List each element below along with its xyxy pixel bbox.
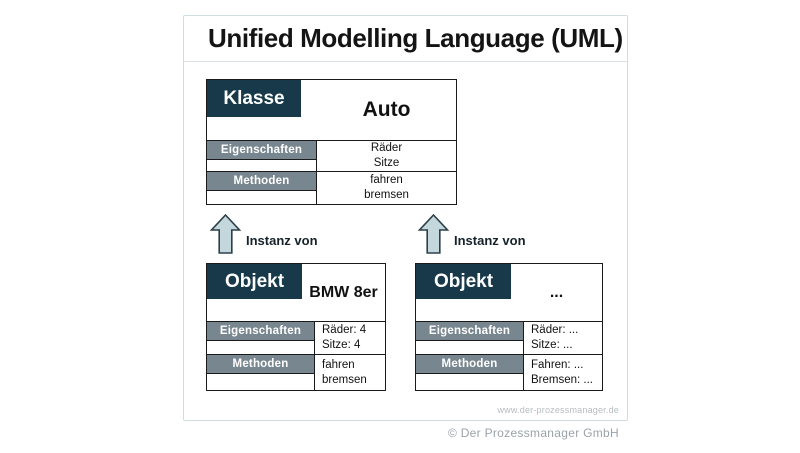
- attribute-line: Sitze: ...: [531, 339, 573, 351]
- page-title: Unified Modelling Language (UML): [208, 23, 623, 53]
- up-arrow-icon: [210, 214, 241, 254]
- instance-arrow-right: Instanz von: [418, 214, 526, 254]
- attributes-label: Eigenschaften: [207, 141, 316, 160]
- attributes-values: Räder: 4 Sitze: 4: [315, 322, 385, 354]
- diagram-card: Unified Modelling Language (UML) Klasse …: [183, 15, 628, 421]
- object-name: BMW 8er: [309, 283, 378, 301]
- object-box-bmw: Objekt BMW 8er Eigenschaften Räder: 4 Si…: [206, 263, 386, 391]
- methods-label: Methoden: [416, 355, 523, 374]
- class-header-row: Klasse Auto: [207, 80, 456, 140]
- class-methods-section: Methoden fahren bremsen: [207, 171, 456, 204]
- methods-values: Fahren: ... Bremsen: ...: [524, 355, 602, 390]
- method-line: bremsen: [322, 373, 367, 386]
- section-label-cell: Eigenschaften: [207, 141, 317, 171]
- methods-label: Methoden: [207, 172, 316, 191]
- attributes-values: Räder: ... Sitze: ...: [524, 322, 602, 354]
- up-arrow-icon: [418, 214, 449, 254]
- instance-label: Instanz von: [454, 233, 526, 248]
- object-box-generic: Objekt ... Eigenschaften Räder: ... Sitz…: [415, 263, 603, 391]
- object-header-row: Objekt ...: [416, 264, 602, 321]
- method-line: bremsen: [364, 189, 409, 201]
- attribute-line: Räder: [370, 142, 403, 154]
- section-label-cell: Eigenschaften: [207, 322, 315, 354]
- attributes-label: Eigenschaften: [207, 322, 314, 341]
- method-line: fahren: [370, 174, 403, 186]
- copyright: © Der Prozessmanager GmbH: [447, 426, 619, 440]
- object-methods-section: Methoden Fahren: ... Bremsen: ...: [416, 354, 602, 390]
- section-label-cell: Methoden: [207, 172, 317, 204]
- method-line: Bremsen: ...: [531, 373, 593, 386]
- title-bar: Unified Modelling Language (UML): [184, 16, 627, 62]
- instance-arrow-left: Instanz von: [210, 214, 318, 254]
- instance-label: Instanz von: [246, 233, 318, 248]
- object-type-badge: Objekt: [207, 264, 302, 299]
- object-type-badge: Objekt: [416, 264, 511, 299]
- watermark: www.der-prozessmanager.de: [497, 405, 619, 415]
- methods-values: fahren bremsen: [315, 355, 385, 390]
- class-box: Klasse Auto Eigenschaften Räder Sitze Me…: [206, 79, 457, 205]
- attribute-line: Sitze: 4: [322, 339, 361, 351]
- object-methods-section: Methoden fahren bremsen: [207, 354, 385, 390]
- class-type-badge: Klasse: [207, 80, 301, 117]
- class-name: Auto: [362, 98, 411, 121]
- section-label-cell: Eigenschaften: [416, 322, 524, 354]
- attributes-label: Eigenschaften: [416, 322, 523, 341]
- object-name: ...: [549, 283, 564, 301]
- attribute-line: Räder: ...: [531, 324, 579, 336]
- section-label-cell: Methoden: [416, 355, 524, 390]
- method-line: Fahren: ...: [531, 358, 584, 371]
- attribute-line: Sitze: [373, 157, 400, 169]
- method-line: fahren: [322, 358, 355, 371]
- attributes-values: Räder Sitze: [317, 141, 456, 171]
- object-attributes-section: Eigenschaften Räder: ... Sitze: ...: [416, 321, 602, 354]
- class-attributes-section: Eigenschaften Räder Sitze: [207, 140, 456, 171]
- section-label-cell: Methoden: [207, 355, 315, 390]
- attribute-line: Räder: 4: [322, 324, 367, 336]
- methods-values: fahren bremsen: [317, 172, 456, 204]
- methods-label: Methoden: [207, 355, 314, 374]
- object-header-row: Objekt BMW 8er: [207, 264, 385, 321]
- object-attributes-section: Eigenschaften Räder: 4 Sitze: 4: [207, 321, 385, 354]
